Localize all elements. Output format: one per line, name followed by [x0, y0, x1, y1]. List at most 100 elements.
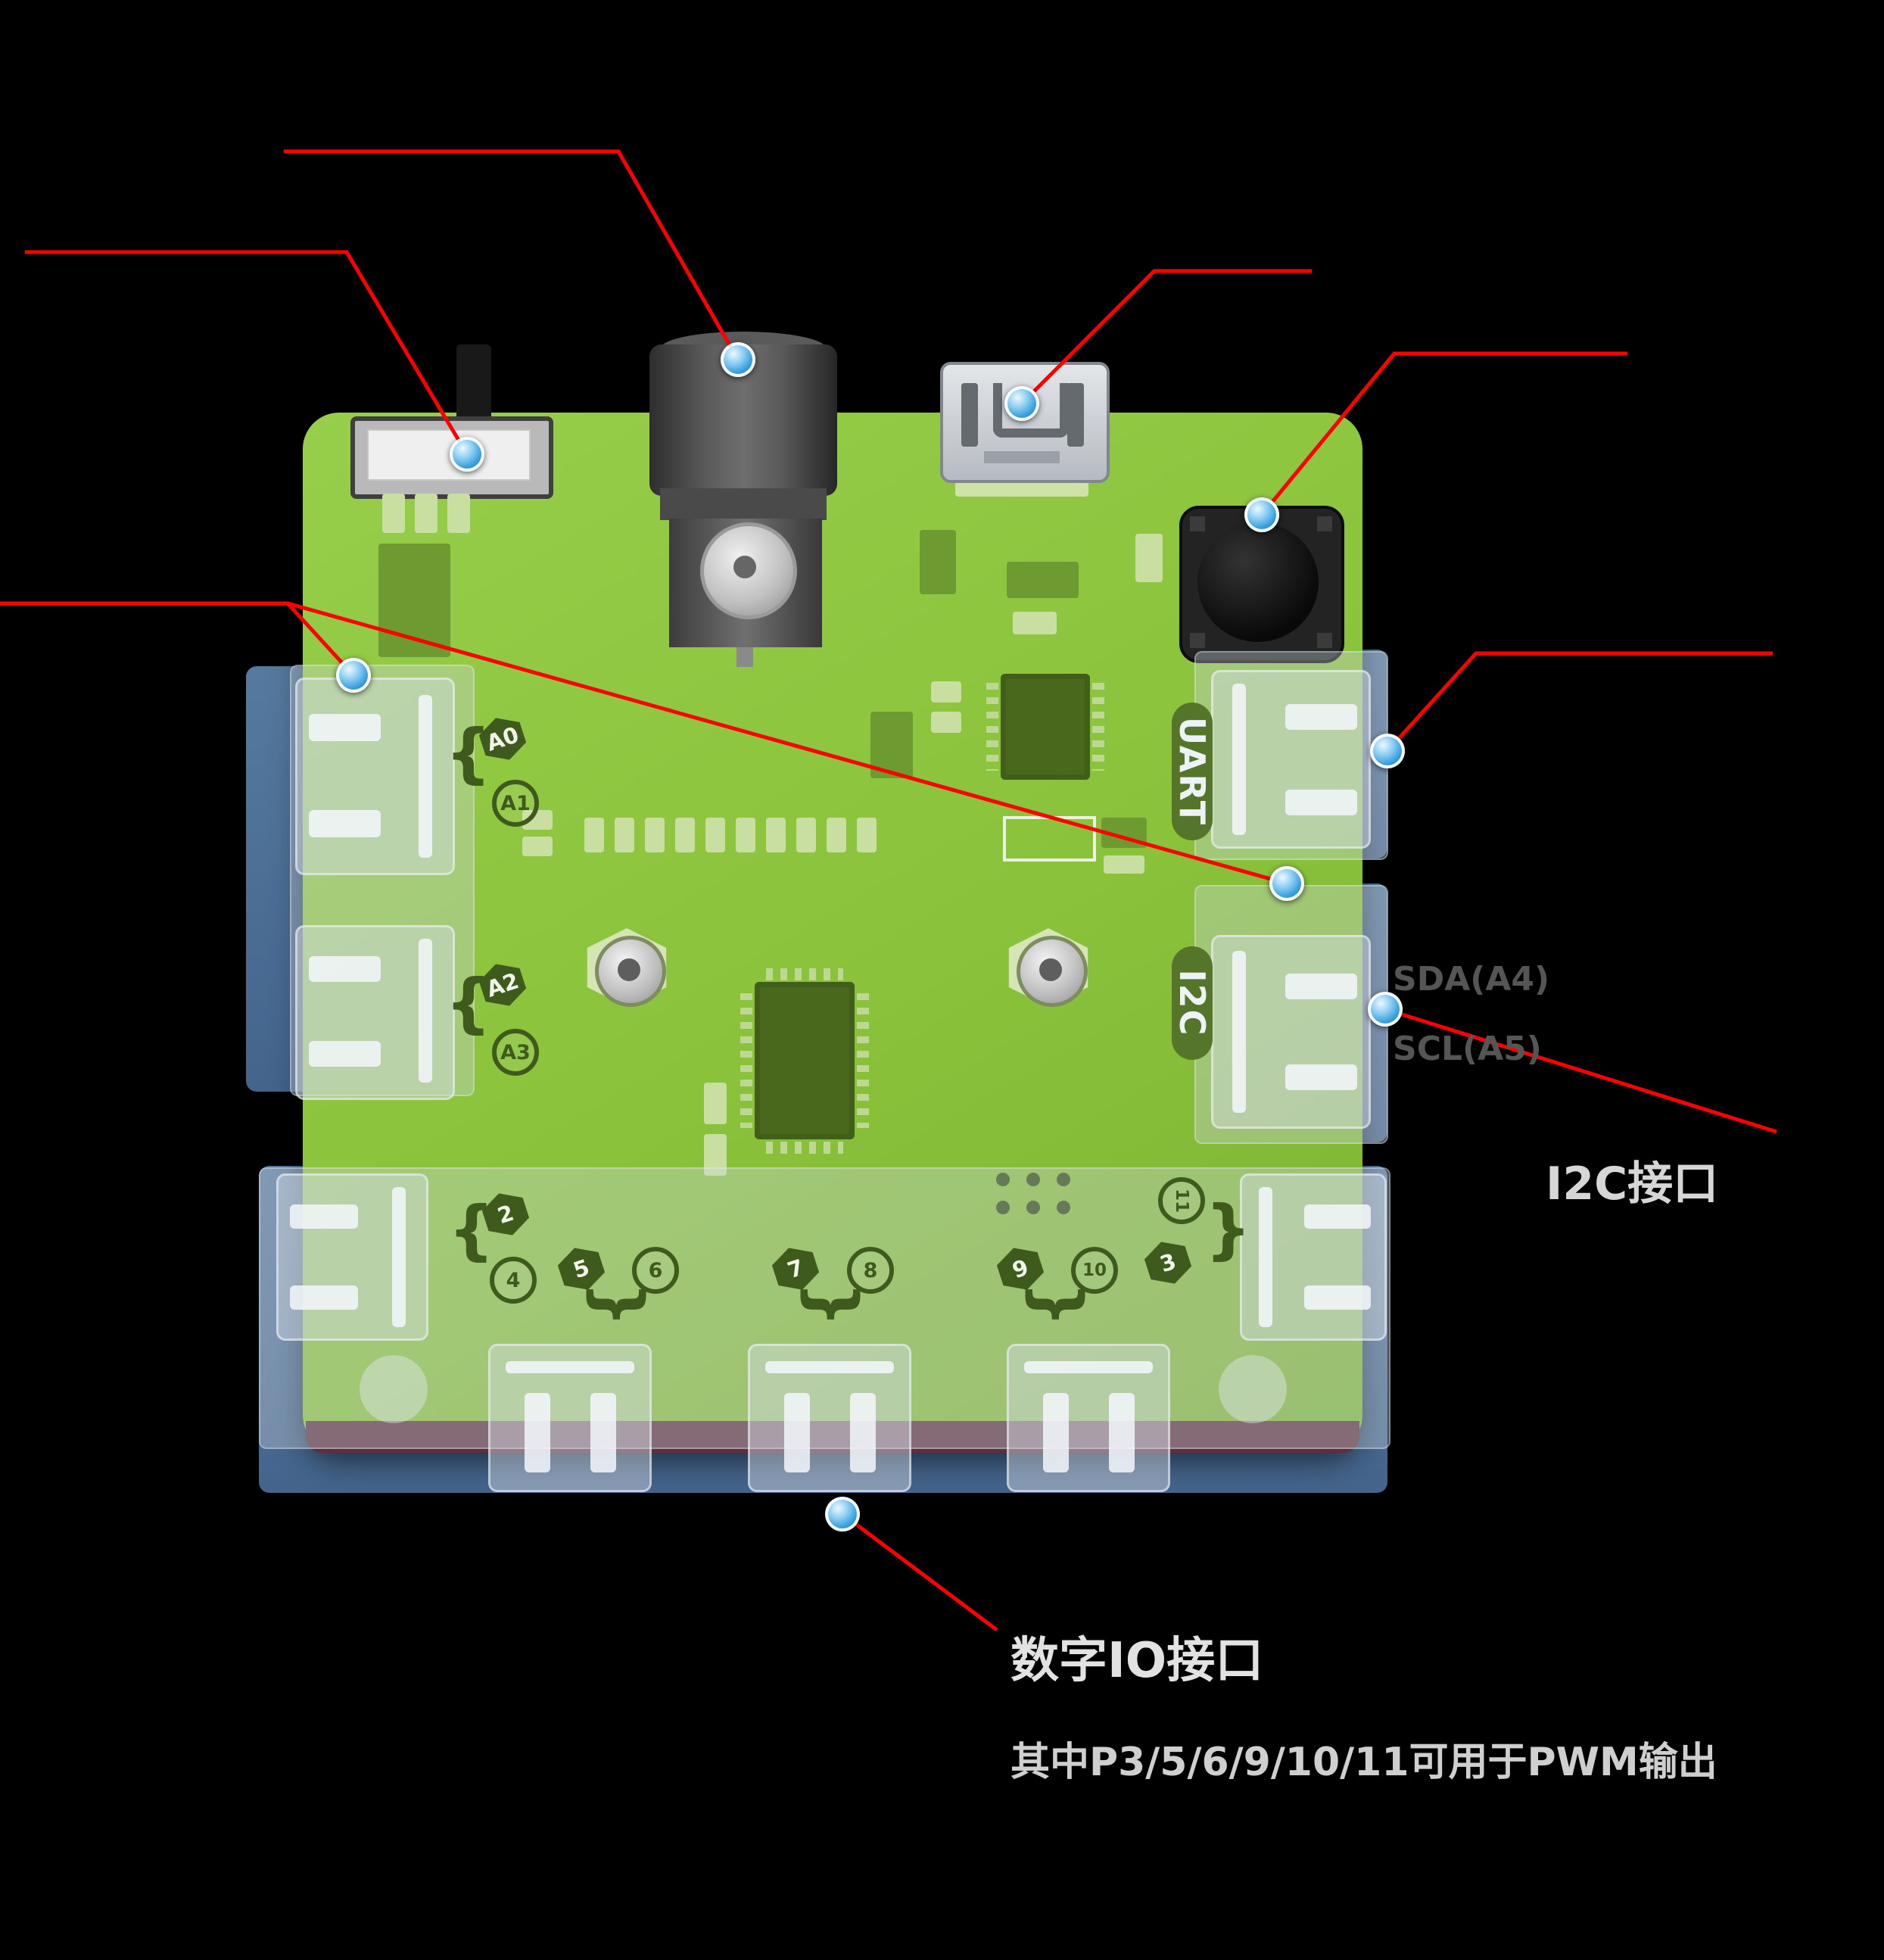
power-switch-knob — [456, 344, 491, 424]
i2c-label-pill — [1172, 946, 1213, 1060]
pad — [1101, 818, 1147, 848]
brace-5-6: { — [575, 1281, 652, 1328]
mcu-pins-left — [740, 993, 752, 1128]
pad — [382, 494, 405, 533]
brace-a0-a1: { — [445, 715, 492, 791]
dc-jack-mid — [660, 488, 827, 520]
dc-jack-center-pin — [733, 556, 756, 578]
pad — [1013, 612, 1057, 634]
digital-socket-bottom-1 — [488, 1344, 652, 1492]
pad — [645, 818, 665, 852]
brace-2-4: { — [448, 1192, 495, 1268]
digital-socket-bottom-3 — [1007, 1344, 1170, 1492]
pad — [704, 1083, 727, 1124]
scl-pin-label: SCL(A5) — [1393, 1030, 1542, 1068]
digital-io-subtitle: 其中P3/5/6/9/10/11可用于PWM输出 — [1011, 1740, 1717, 1785]
pad — [1104, 855, 1144, 874]
sda-pin-label: SDA(A4) — [1393, 960, 1550, 999]
pad — [870, 712, 913, 778]
usb-serial-chip — [1001, 674, 1090, 780]
pad — [704, 1134, 727, 1176]
pin-label-10: 10 — [1071, 1247, 1118, 1294]
marker-i2c-port — [1269, 866, 1304, 901]
standoff-center-left — [618, 958, 640, 981]
pad — [920, 530, 956, 594]
digital-socket-left — [276, 1173, 428, 1341]
i2c-title: I2C接口 — [1546, 1158, 1719, 1211]
pad — [584, 818, 604, 852]
pad — [931, 712, 961, 733]
mini-usb-slot-left — [961, 383, 978, 447]
uart-label: UART — [1172, 716, 1213, 827]
mcu-pins-bottom — [766, 1142, 843, 1154]
pad — [931, 681, 961, 703]
callout-i2c-title-line — [1384, 1007, 1777, 1134]
mcu-pins-right — [857, 993, 869, 1128]
digital-panel — [259, 1167, 1390, 1449]
mcu-chip — [755, 982, 855, 1139]
dc-jack-screw — [736, 647, 753, 667]
header-hole — [996, 1201, 1010, 1214]
digital-hole-left — [360, 1355, 428, 1423]
pad — [675, 818, 695, 852]
mini-usb-slot-right — [1067, 383, 1084, 447]
callout-uart-line — [1386, 651, 1773, 753]
header-hole — [1026, 1201, 1040, 1214]
pad — [1135, 534, 1163, 582]
pin-label-a1: A1 — [492, 780, 539, 827]
marker-reset-button — [1244, 497, 1279, 532]
reset-screw-tl — [1190, 516, 1205, 531]
brace-3-11: { — [1205, 1197, 1252, 1273]
standoff-washer-right — [1017, 936, 1088, 1007]
digital-hole-right — [1219, 1355, 1287, 1423]
pad — [447, 494, 470, 533]
usb-serial-pins-right — [1092, 683, 1104, 771]
header-hole — [996, 1173, 1010, 1186]
mcu-pins-top — [766, 968, 843, 980]
analog-socket-1 — [295, 678, 455, 875]
digital-io-title: 数字IO接口 — [1011, 1633, 1264, 1689]
uart-socket — [1211, 670, 1371, 849]
callout-dc-jack-line — [284, 149, 740, 361]
pin-label-a3: A3 — [492, 1029, 539, 1076]
pad — [522, 837, 553, 856]
marker-digital-ports — [825, 1497, 860, 1532]
standoff-center-right — [1039, 958, 1062, 981]
pin-label-6: 6 — [632, 1247, 679, 1294]
pcb-bottom-edge — [306, 1421, 1359, 1453]
pad — [705, 818, 725, 852]
analog-socket-2 — [295, 925, 455, 1100]
pin-label-11: 11 — [1158, 1177, 1205, 1224]
pin-label-4: 4 — [490, 1257, 537, 1304]
pad — [796, 818, 816, 852]
header-hole — [1057, 1201, 1070, 1214]
pad — [857, 818, 877, 852]
callout-digital-line — [841, 1513, 998, 1631]
brace-a2-a3: { — [445, 965, 492, 1041]
header-hole — [1057, 1173, 1070, 1186]
brace-7-8: { — [789, 1281, 866, 1328]
marker-i2c-pins — [1368, 992, 1403, 1027]
marker-dc-jack — [721, 342, 755, 377]
reset-screw-br — [1317, 633, 1332, 648]
mini-usb-tongue — [993, 383, 1069, 438]
power-switch-slider — [367, 429, 531, 481]
reset-button-cap — [1197, 522, 1319, 642]
usb-serial-pins-left — [986, 683, 998, 771]
reset-screw-tr — [1317, 516, 1332, 531]
reset-screw-bl — [1190, 633, 1205, 648]
marker-mini-usb — [1004, 386, 1039, 421]
pad — [615, 818, 634, 852]
brace-9-10: { — [1014, 1281, 1091, 1328]
component-module — [378, 544, 450, 657]
pad — [1007, 562, 1079, 598]
marker-power-switch — [450, 437, 484, 472]
mini-usb-base-bar — [984, 451, 1060, 463]
i2c-label: I2C — [1172, 969, 1213, 1037]
pad — [415, 494, 438, 533]
digital-socket-right — [1240, 1173, 1387, 1341]
pad — [827, 818, 846, 852]
pin-label-8: 8 — [847, 1247, 894, 1294]
i2c-socket — [1211, 935, 1371, 1129]
